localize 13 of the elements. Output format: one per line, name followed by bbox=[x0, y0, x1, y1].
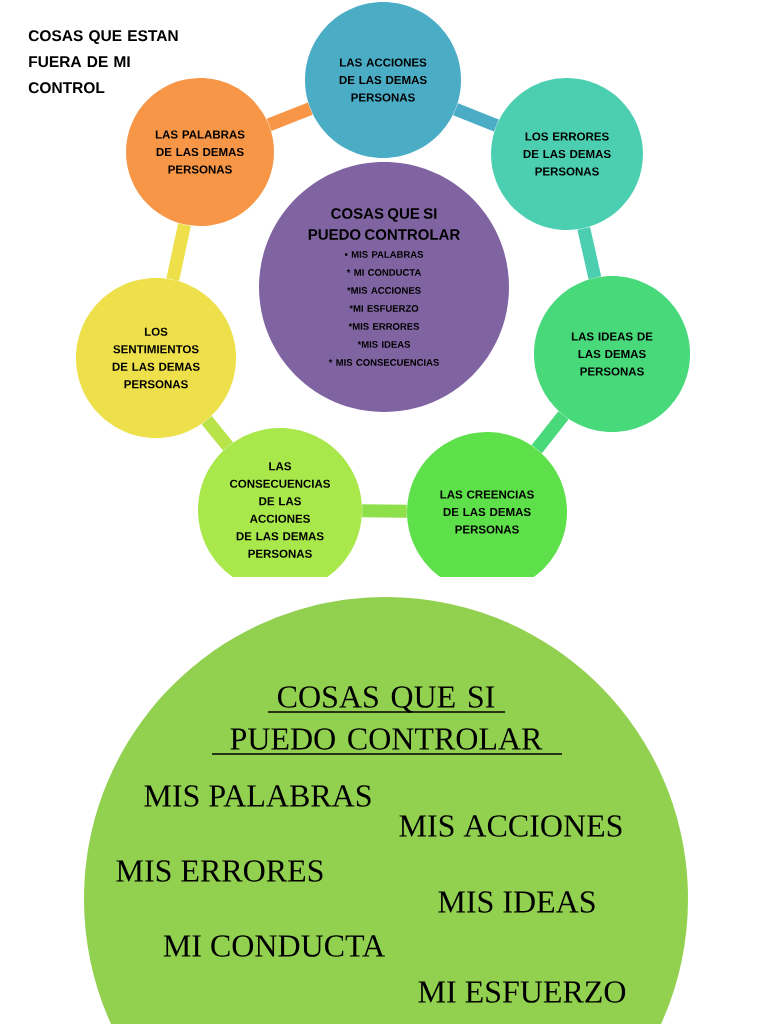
connector bbox=[531, 411, 569, 454]
circle-node: LAS PALABRAS DE LAS DEMAS PERSONAS bbox=[126, 78, 274, 226]
circle-node: LOS ERRORES DE LAS DEMAS PERSONAS bbox=[491, 78, 643, 230]
circle-node: LOS SENTIMIENTOS DE LAS DEMAS PERSONAS bbox=[76, 278, 236, 438]
circle-node: COSAS QUE SI PUEDO CONTROLAR • MIS PALABRAS * MI CONDUCTA *MIS ACCIONES *MI ESFUERZO *MIS ERRORES *MIS IDEAS * MIS CONSECUENCIAS bbox=[259, 162, 509, 412]
circle-node: LAS IDEAS DE LAS DEMAS PERSONAS bbox=[534, 276, 690, 432]
connector bbox=[266, 102, 313, 131]
connector bbox=[362, 504, 407, 518]
connector bbox=[201, 416, 234, 451]
connector bbox=[453, 103, 499, 132]
circle-node: LAS ACCIONES DE LAS DEMAS PERSONAS bbox=[305, 2, 461, 158]
connector bbox=[577, 226, 602, 280]
connector bbox=[166, 223, 191, 281]
